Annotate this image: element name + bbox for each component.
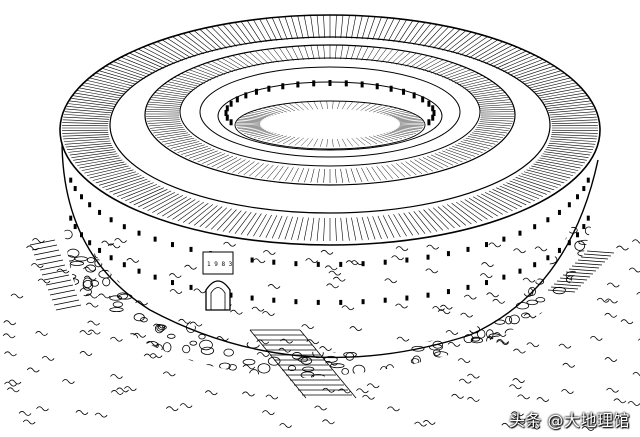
door-plaque-text: 1 9 8 3 [207,261,233,268]
ground-vegetation [2,237,640,431]
main-gate: 1 9 8 3 [202,251,234,311]
stone-steps [29,239,615,399]
watermark: 头条 @大地理馆 [508,411,630,430]
inner-ring [199,66,461,158]
